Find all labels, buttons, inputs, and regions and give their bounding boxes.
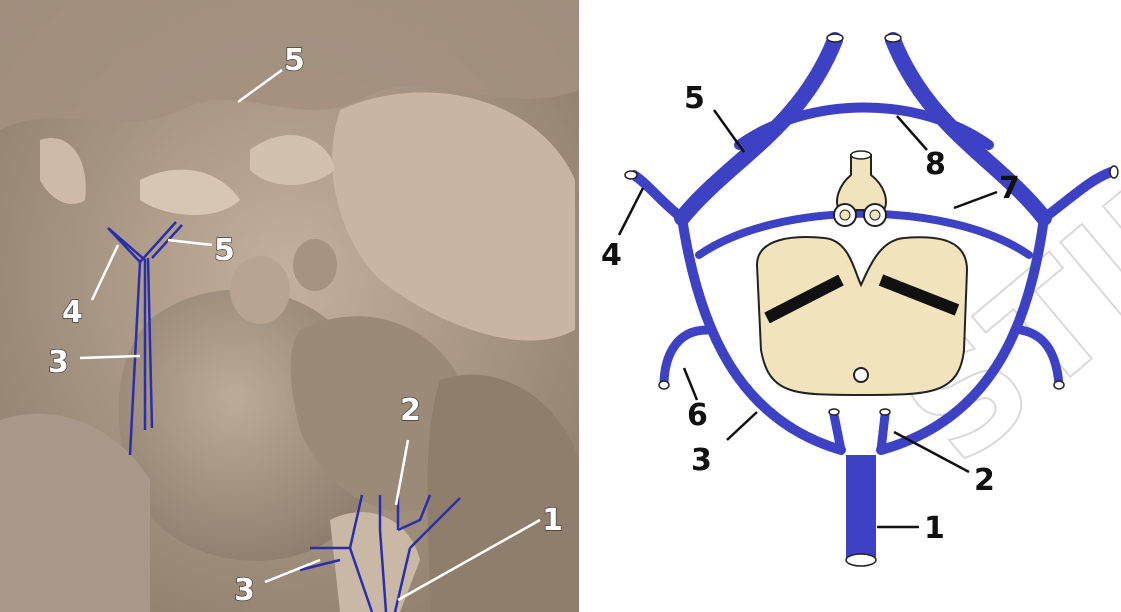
vessel-6-left xyxy=(664,330,707,385)
diagram-label-5: 5 xyxy=(684,81,705,116)
diagram-label-7: 7 xyxy=(999,171,1020,206)
diagram-leader-3 xyxy=(727,412,757,440)
vessel-2-right xyxy=(881,415,885,450)
diagram-label-3: 3 xyxy=(691,443,712,478)
diagram-leader-8 xyxy=(897,116,927,150)
diagram-label-1: 1 xyxy=(924,511,945,546)
vessel-end-4-right xyxy=(1110,166,1118,178)
vessel-4-left xyxy=(634,175,682,218)
organ-central-hole xyxy=(854,368,868,382)
diagram-leader-7 xyxy=(954,192,997,208)
small-nodule-right xyxy=(293,239,337,291)
photo-label-4: 4 xyxy=(62,295,83,330)
vessel-end-5-right xyxy=(885,34,901,42)
vessel-end-5-left xyxy=(827,34,843,42)
photo-label-3-left: 3 xyxy=(48,345,69,380)
diagram-label-6: 6 xyxy=(687,398,708,433)
vessel-7-arch xyxy=(699,214,1029,255)
vessel-end-4-left xyxy=(625,171,637,179)
photo-label-1: 1 xyxy=(542,503,563,538)
photo-label-3-bottom: 3 xyxy=(234,573,255,608)
dissection-photo: 5 5 4 3 2 1 3 xyxy=(0,0,579,612)
vessel-8-arch xyxy=(739,108,989,146)
diagram-label-4: 4 xyxy=(601,238,622,273)
schematic-diagram-panel: STIMY xyxy=(579,0,1121,612)
vessel-end-2-right xyxy=(880,409,890,415)
photo-label-5-mid: 5 xyxy=(214,233,235,268)
photo-label-5-top: 5 xyxy=(284,43,305,78)
vessel-end-1 xyxy=(846,554,876,566)
upper-structure-opening xyxy=(851,151,871,159)
diagram-label-2: 2 xyxy=(974,463,995,498)
diagram-leader-6 xyxy=(684,368,697,400)
schematic-diagram: STIMY xyxy=(579,0,1121,612)
small-nodule-left xyxy=(230,256,290,324)
ring-right-inner xyxy=(870,210,880,220)
photo-label-2: 2 xyxy=(400,393,421,428)
diagram-leader-5 xyxy=(714,110,744,152)
dissection-photo-panel: 5 5 4 3 2 1 3 xyxy=(0,0,579,612)
upper-structure xyxy=(837,155,886,210)
ring-left-inner xyxy=(840,210,850,220)
diagram-leader-4 xyxy=(619,188,643,235)
vessel-end-2-left xyxy=(829,409,839,415)
vessel-end-6-right xyxy=(1054,381,1064,389)
diagram-label-8: 8 xyxy=(925,147,946,182)
vessel-end-6-left xyxy=(659,381,669,389)
